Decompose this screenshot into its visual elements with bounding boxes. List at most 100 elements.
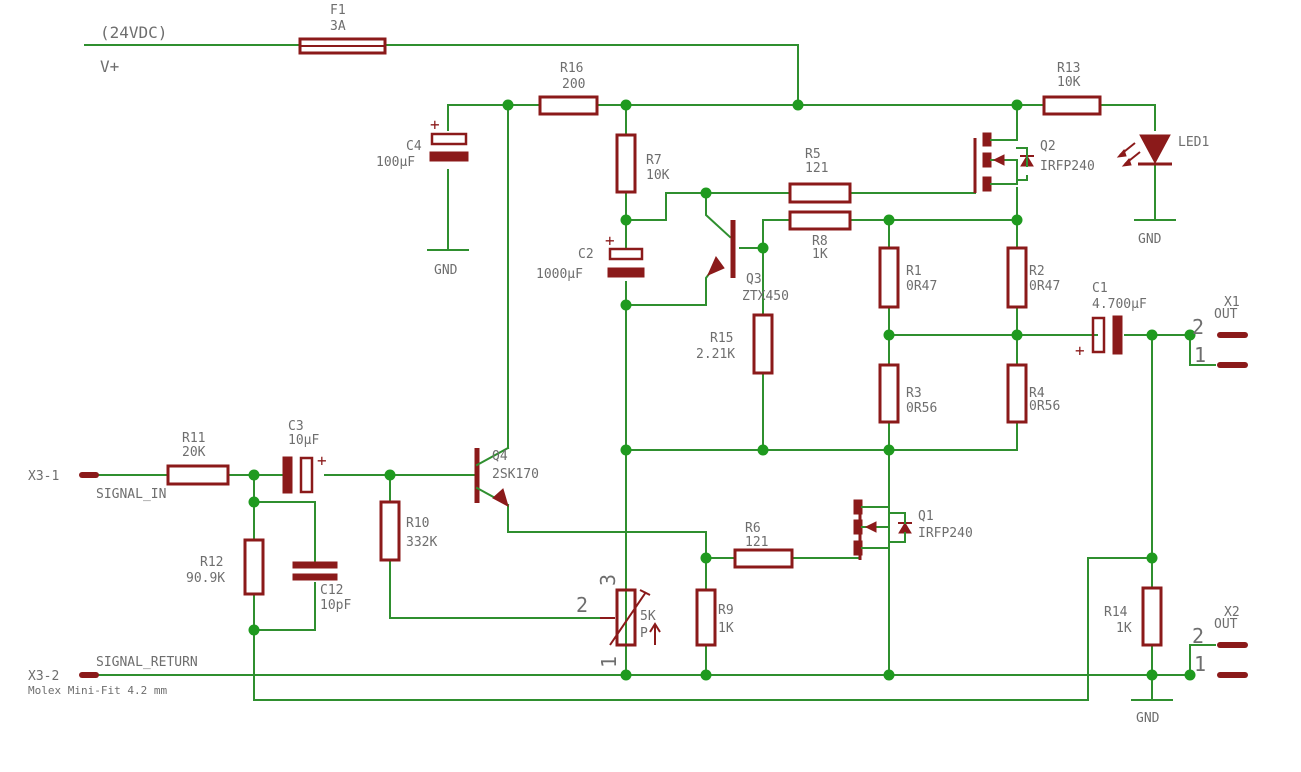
svg-text:R11: R11 [182, 431, 205, 446]
svg-text:4.700µF: 4.700µF [1092, 297, 1147, 312]
x3-2-label: X3-2 [28, 669, 59, 684]
resistor-r5 [788, 182, 852, 204]
svg-text:Q1: Q1 [918, 509, 934, 524]
capacitor-c3 [282, 456, 293, 494]
svg-text:1K: 1K [1116, 621, 1132, 636]
connector-pins [79, 332, 1248, 678]
svg-text:+: + [1075, 341, 1085, 360]
svg-text:10K: 10K [646, 168, 670, 183]
svg-text:C4: C4 [406, 139, 422, 154]
molex-label: Molex Mini-Fit 4.2 mm [28, 684, 167, 697]
gnd-label-led: GND [1138, 232, 1162, 247]
svg-text:1: 1 [1194, 343, 1206, 367]
svg-text:R14: R14 [1104, 605, 1128, 620]
pot-value: 5K [640, 609, 656, 624]
svg-text:+: + [317, 451, 327, 470]
fuse-value: 3A [330, 19, 346, 34]
svg-text:2: 2 [576, 593, 588, 617]
svg-text:ZTX450: ZTX450 [742, 289, 789, 304]
svg-text:332K: 332K [406, 535, 437, 550]
capacitor-c12 [292, 561, 338, 569]
transistor-q4 [474, 446, 510, 508]
resistor-r11 [166, 464, 230, 486]
svg-text:10K: 10K [1057, 75, 1081, 90]
gnd-label-c4: GND [434, 263, 458, 278]
svg-text:OUT: OUT [1214, 307, 1238, 322]
resistor-r6 [733, 548, 794, 569]
x1-label: X1 [1224, 295, 1240, 310]
svg-text:R13: R13 [1057, 61, 1080, 76]
wire-supply [84, 44, 799, 106]
svg-text:R16: R16 [560, 61, 583, 76]
resistor-r7 [615, 133, 637, 194]
junctions [248, 99, 1196, 681]
resistor-r12 [243, 538, 265, 596]
resistor-r8 [788, 210, 852, 231]
svg-text:1K: 1K [718, 621, 734, 636]
svg-text:0R47: 0R47 [906, 279, 937, 294]
svg-text:R1: R1 [906, 264, 922, 279]
svg-text:R9: R9 [718, 603, 734, 618]
resistor-r9 [695, 588, 717, 647]
capacitor-c4 [430, 132, 468, 146]
led-led1 [1116, 134, 1172, 167]
gnd-label-out: GND [1136, 711, 1160, 726]
svg-text:10µF: 10µF [288, 433, 319, 448]
svg-text:10pF: 10pF [320, 598, 351, 613]
mosfet-q2 [973, 132, 1034, 193]
svg-text:20K: 20K [182, 445, 206, 460]
parts: + + + + [79, 37, 1248, 701]
svg-text:C12: C12 [320, 583, 343, 598]
svg-text:121: 121 [745, 535, 768, 550]
pot-type: P [640, 626, 648, 641]
svg-text:2: 2 [1192, 624, 1204, 648]
svg-text:3: 3 [596, 574, 620, 586]
svg-text:C3: C3 [288, 419, 304, 434]
svg-text:R3: R3 [906, 386, 922, 401]
wire-rail [447, 104, 1156, 131]
svg-text:Q4: Q4 [492, 449, 508, 464]
svg-text:90.9K: 90.9K [186, 571, 225, 586]
resistor-r3 [878, 363, 900, 424]
resistor-r15 [752, 313, 774, 375]
svg-text:1: 1 [1194, 652, 1206, 676]
svg-text:IRFP240: IRFP240 [1040, 159, 1095, 174]
svg-text:R15: R15 [710, 331, 733, 346]
svg-text:C1: C1 [1092, 281, 1108, 296]
resistor-r14 [1141, 586, 1163, 647]
svg-text:1K: 1K [812, 247, 828, 262]
svg-text:100µF: 100µF [376, 155, 415, 170]
svg-text:R10: R10 [406, 516, 429, 531]
x3-1-label: X3-1 [28, 469, 59, 484]
svg-text:+: + [430, 115, 440, 134]
signal-return-label: SIGNAL_RETURN [96, 655, 198, 670]
resistor-r2 [1006, 246, 1028, 309]
svg-text:C2: C2 [578, 247, 594, 262]
svg-text:1: 1 [597, 656, 621, 668]
svg-text:Q2: Q2 [1040, 139, 1056, 154]
svg-text:0R56: 0R56 [1029, 399, 1060, 414]
svg-text:+: + [605, 231, 615, 250]
supply-voltage-label: (24VDC) [100, 23, 167, 42]
supply-rail-label: V+ [100, 57, 119, 76]
gnd-symbols [427, 219, 1176, 701]
svg-text:R12: R12 [200, 555, 223, 570]
x2-label: X2 [1224, 605, 1240, 620]
svg-text:200: 200 [562, 77, 585, 92]
resistor-r16 [538, 95, 599, 116]
svg-text:OUT: OUT [1214, 617, 1238, 632]
svg-text:R4: R4 [1029, 386, 1045, 401]
svg-text:121: 121 [805, 161, 828, 176]
resistor-r13 [1042, 95, 1102, 116]
led-label: LED1 [1178, 135, 1209, 150]
svg-text:2.21K: 2.21K [696, 347, 735, 362]
svg-text:IRFP240: IRFP240 [918, 526, 973, 541]
resistor-r4 [1006, 363, 1028, 424]
svg-text:R2: R2 [1029, 264, 1045, 279]
transistor-q3 [707, 220, 736, 278]
svg-text:F1: F1 [330, 3, 346, 18]
svg-text:R8: R8 [812, 234, 828, 249]
svg-text:2: 2 [1192, 315, 1204, 339]
